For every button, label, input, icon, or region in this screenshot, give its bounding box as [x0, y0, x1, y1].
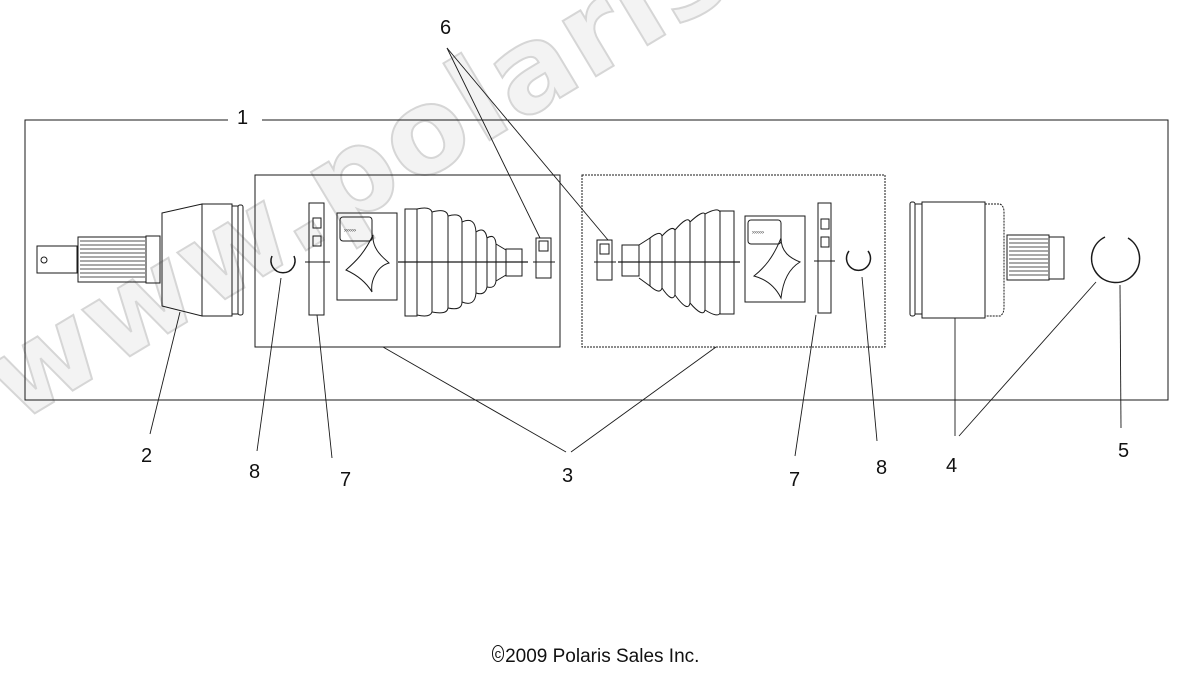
- callout-5: 5: [1118, 440, 1130, 462]
- leader-lines: [149, 47, 1122, 459]
- copyright-text: 2009 Polaris Sales Inc.: [505, 646, 700, 667]
- small-clamp-right: [594, 239, 616, 281]
- boot-clamp-right: [814, 202, 835, 314]
- boot-clamp-left: [305, 202, 330, 316]
- callout-3: 3: [562, 465, 574, 487]
- callout-1: 1: [237, 107, 249, 129]
- assembly-frame: [24, 119, 1169, 401]
- svg-text:››››››: ››››››: [344, 228, 356, 234]
- boot-kit-box-left: [254, 174, 561, 348]
- snap-ring-large: [1090, 236, 1141, 284]
- callout-2: 2: [141, 445, 153, 467]
- snap-ring-left: [270, 255, 296, 274]
- grease-pack-right: ››››››: [744, 215, 806, 303]
- grease-pack-left: ››››››: [336, 212, 398, 301]
- callout-7-right: 7: [789, 469, 801, 491]
- inboard-cv-joint: [909, 201, 1065, 319]
- small-clamp-left: [533, 237, 555, 279]
- copyright-icon: c: [491, 645, 505, 662]
- snap-ring-right: [845, 250, 872, 271]
- boot-left: [398, 207, 528, 317]
- boot-kit-box-right: [581, 174, 886, 348]
- callout-7-left: 7: [340, 469, 352, 491]
- outboard-cv-joint: [36, 203, 244, 317]
- callout-8-left: 8: [249, 461, 261, 483]
- callout-6: 6: [440, 17, 452, 39]
- boot-right: [618, 209, 740, 316]
- callout-8-right: 8: [876, 457, 888, 479]
- svg-text:››››››: ››››››: [752, 230, 764, 236]
- callout-4: 4: [946, 455, 958, 477]
